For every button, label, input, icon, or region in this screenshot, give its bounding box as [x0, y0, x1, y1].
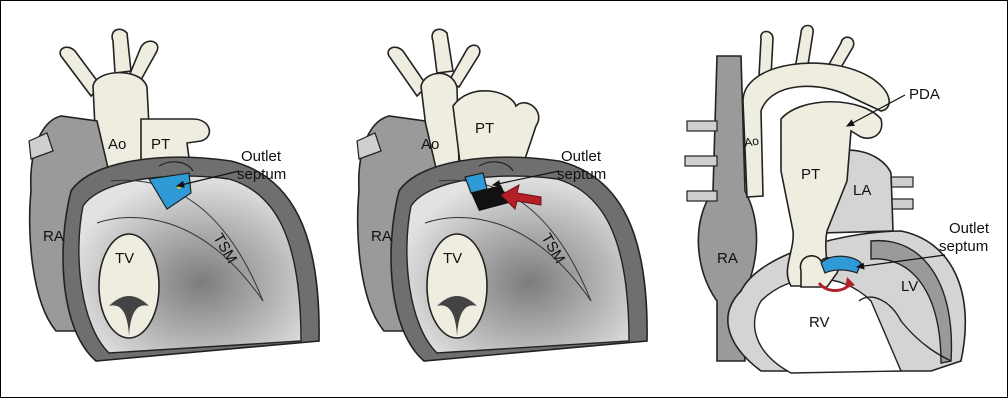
- label-outlet-2a: Outlet: [561, 148, 602, 165]
- label-outlet-3a: Outlet: [949, 220, 990, 237]
- label-ra-3: RA: [717, 250, 738, 267]
- label-outlet-1a: Outlet: [241, 148, 282, 165]
- outlet-septum-3: [821, 256, 861, 273]
- label-pda-3: PDA: [909, 86, 940, 103]
- label-pt-2: PT: [475, 120, 494, 137]
- label-ra-2: RA: [371, 228, 392, 245]
- label-ao-2: Ao: [421, 136, 439, 153]
- label-outlet-2b: septum: [557, 166, 606, 183]
- label-outlet-1b: septum: [237, 166, 286, 183]
- label-tv-1: TV: [115, 250, 134, 267]
- label-rv-3: RV: [809, 314, 830, 331]
- label-la-3: LA: [853, 182, 871, 199]
- label-outlet-3b: septum: [939, 238, 988, 255]
- panel-1: Ao PT RA TV TSM Outlet septum: [29, 29, 319, 361]
- label-pt-1: PT: [151, 136, 170, 153]
- panel-2: Ao PT RA TV TSM Outlet septum: [357, 29, 647, 361]
- label-pt-3: PT: [801, 166, 820, 183]
- label-tv-2: TV: [443, 250, 462, 267]
- label-ra-1: RA: [43, 228, 64, 245]
- label-lv-3: LV: [901, 278, 918, 295]
- panel-3: PDA Ao PT LA RA RV LV Outlet septum: [685, 26, 990, 374]
- label-ao-3: Ao: [743, 134, 760, 150]
- label-ao-1: Ao: [108, 136, 126, 153]
